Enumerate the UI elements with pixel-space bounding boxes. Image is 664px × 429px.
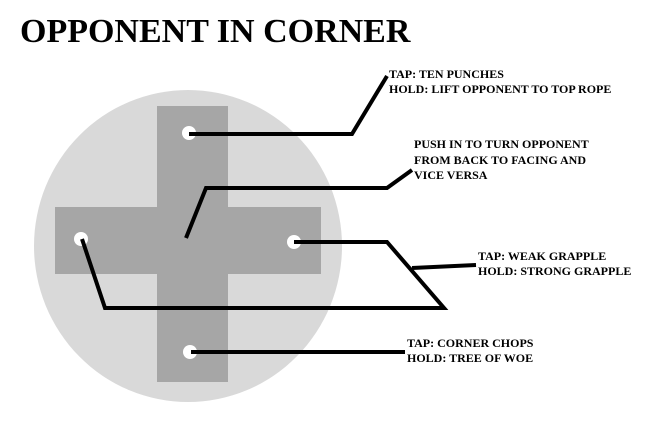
up-hold-label: HOLD: LIFT OPPONENT TO TOP ROPE [389,82,611,96]
dpad-cross-icon [55,106,321,382]
center-label-line-3: VICE VERSA [414,168,488,182]
left-right-leader-line [80,238,449,310]
center-label-line-1: PUSH IN TO TURN OPPONENT [414,137,589,151]
diagram-title: OPPONENT IN CORNER [20,13,411,50]
dpad-left-dot-icon [74,232,88,246]
dpad-down-dot-icon [183,345,197,359]
down-hold-label: HOLD: TREE OF WOE [407,351,533,365]
left-right-tap-label: TAP: WEAK GRAPPLE [478,249,606,263]
up-leader-line [189,74,389,136]
down-tap-label: TAP: CORNER CHOPS [407,336,534,350]
dpad-horizontal-arm [55,207,321,274]
left-right-hold-label: HOLD: STRONG GRAPPLE [478,264,631,278]
center-label-line-2: FROM BACK TO FACING AND [414,153,586,167]
grapple-label-leader-line [411,263,477,270]
up-tap-label: TAP: TEN PUNCHES [389,67,504,81]
center-leader-line [184,168,414,239]
